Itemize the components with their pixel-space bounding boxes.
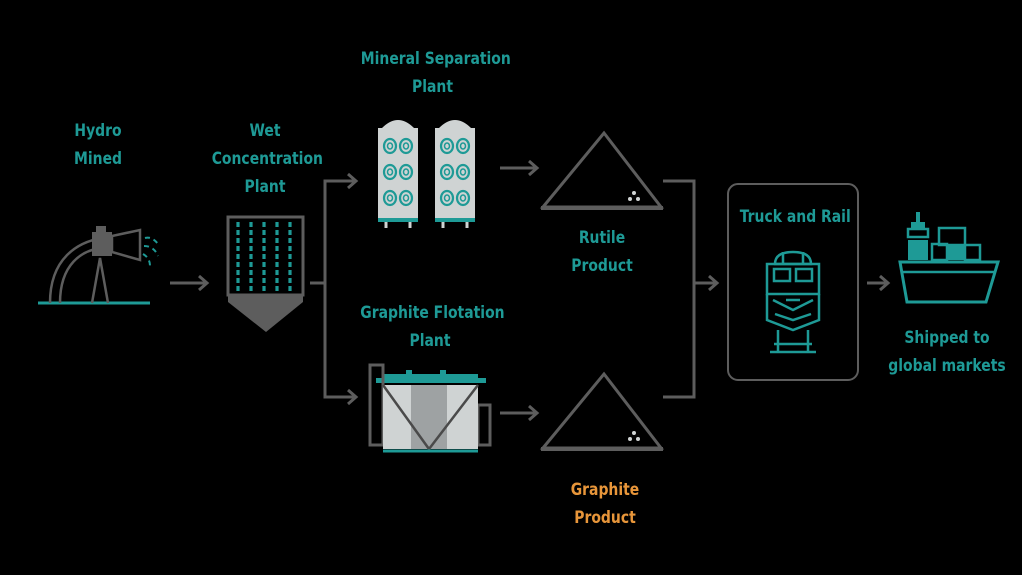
mineral-separation-line2: Plant bbox=[412, 77, 453, 97]
silo-base bbox=[378, 218, 418, 222]
graphite-product-line1: Graphite bbox=[570, 480, 640, 500]
graphite-product-label: Graphite Product bbox=[568, 476, 642, 532]
silo-port bbox=[439, 189, 455, 207]
graphite-flotation-line1: Graphite Flotation bbox=[360, 303, 505, 323]
silo-port bbox=[398, 189, 414, 207]
truck-and-rail-line1: Truck and Rail bbox=[739, 207, 851, 227]
locomotive-icon bbox=[765, 250, 821, 354]
wet-concentration-line2: Concentration bbox=[211, 149, 323, 169]
silo-base bbox=[435, 218, 475, 222]
split-connector bbox=[310, 172, 359, 406]
rutile-product-line1: Rutile bbox=[578, 228, 626, 248]
silo-port bbox=[455, 137, 471, 155]
silo-port bbox=[398, 137, 414, 155]
shipped-line2: global markets bbox=[888, 356, 1006, 376]
silo-port bbox=[439, 137, 455, 155]
silo-port-inner bbox=[402, 142, 410, 150]
hydro-mined-line2: Mined bbox=[73, 149, 122, 169]
silo-port-inner bbox=[443, 168, 451, 176]
separator-silos-icon bbox=[378, 120, 475, 228]
silo-roof bbox=[439, 120, 471, 128]
silo-port-inner bbox=[459, 168, 467, 176]
silo-port-inner bbox=[386, 168, 394, 176]
silo-port bbox=[398, 163, 414, 181]
silo-port-inner bbox=[459, 194, 467, 202]
silo-port bbox=[439, 163, 455, 181]
shipped-line1: Shipped to bbox=[904, 328, 990, 348]
silo-port-inner bbox=[386, 194, 394, 202]
silo-port-inner bbox=[402, 194, 410, 202]
truck-and-rail-box bbox=[727, 183, 859, 381]
mineral-separation-label: Mineral Separation Plant bbox=[360, 45, 511, 101]
wet-concentration-line3: Plant bbox=[244, 177, 286, 197]
silo-port bbox=[382, 137, 398, 155]
spiral-concentrator-icon bbox=[226, 215, 305, 332]
silo-port-inner bbox=[459, 142, 467, 150]
silo-roof bbox=[382, 120, 414, 128]
truck-and-rail-label: Truck and Rail bbox=[739, 203, 851, 231]
cargo-ship-icon bbox=[898, 212, 1001, 304]
hydro-mined-line1: Hydro bbox=[74, 121, 122, 141]
rutile-product-line2: Product bbox=[571, 256, 633, 276]
graphite-flotation-line2: Plant bbox=[409, 331, 451, 351]
hydro-mined-label: Hydro Mined bbox=[65, 117, 131, 173]
stockpile-icon bbox=[539, 130, 665, 210]
graphite-product-line2: Product bbox=[574, 508, 636, 528]
silo-port-inner bbox=[402, 168, 410, 176]
silo-port-inner bbox=[443, 142, 451, 150]
silo-port bbox=[382, 189, 398, 207]
silo-port bbox=[455, 189, 471, 207]
arrow-rail-to-ship bbox=[867, 274, 891, 292]
arrow-hydro-to-wet bbox=[170, 274, 210, 292]
wet-concentration-label: Wet Concentration Plant bbox=[211, 117, 323, 201]
flotation-tank-icon bbox=[368, 363, 492, 453]
water-cannon-icon bbox=[38, 226, 159, 305]
silo-port-inner bbox=[443, 194, 451, 202]
rutile-product-label: Rutile Product bbox=[568, 224, 637, 280]
wet-concentration-line1: Wet bbox=[249, 121, 281, 141]
stockpile-icon bbox=[539, 371, 665, 451]
silo-port bbox=[382, 163, 398, 181]
arrow-separation-to-rutile bbox=[500, 159, 540, 177]
merge-connector bbox=[663, 179, 720, 399]
silo-port-inner bbox=[386, 142, 394, 150]
silo-port bbox=[455, 163, 471, 181]
arrow-flotation-to-graphite bbox=[500, 404, 540, 422]
mineral-separation-line1: Mineral Separation bbox=[360, 49, 511, 69]
shipped-label: Shipped to global markets bbox=[886, 324, 1009, 380]
graphite-flotation-label: Graphite Flotation Plant bbox=[360, 299, 505, 355]
